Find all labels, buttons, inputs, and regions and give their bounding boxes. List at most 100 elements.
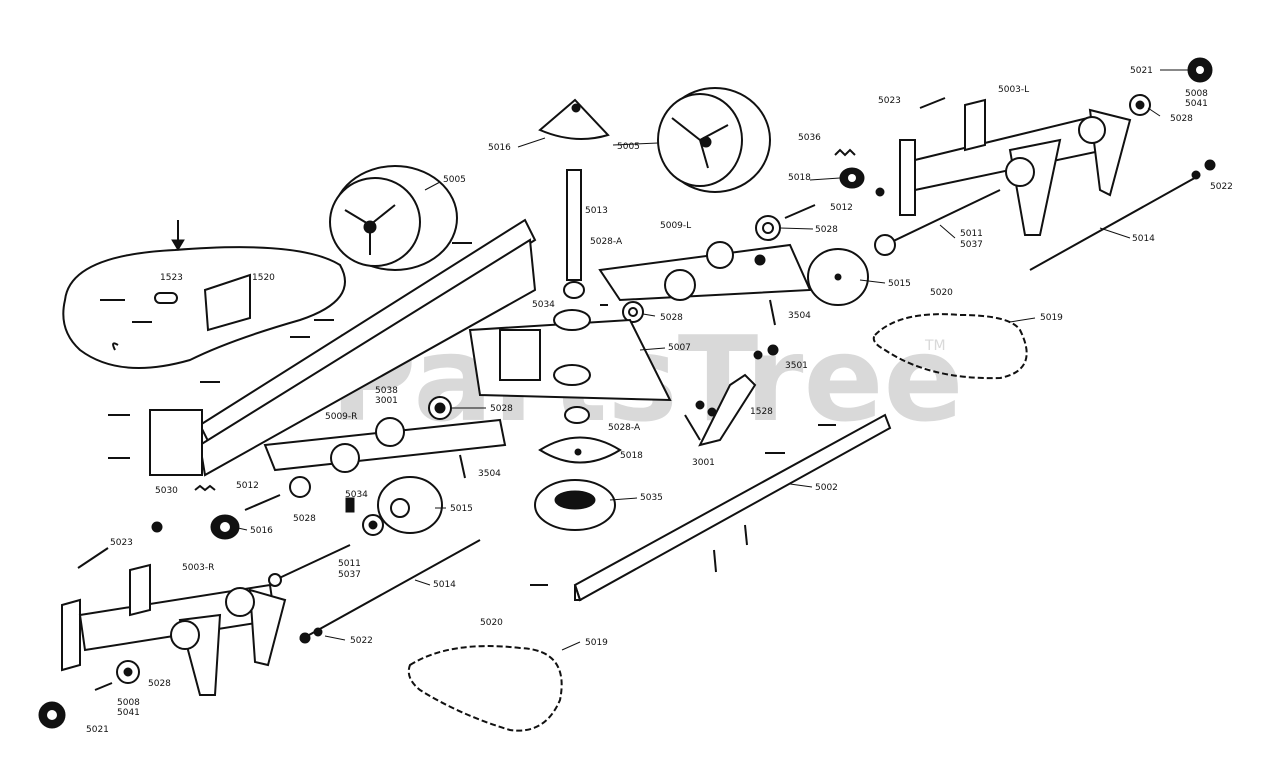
arm-1528[interactable]: [684, 373, 757, 447]
label: 3504: [478, 469, 501, 479]
label: 5007: [668, 343, 691, 353]
label: 5009-L: [660, 221, 691, 231]
label: 5019: [585, 638, 608, 648]
housing-5007[interactable]: [468, 309, 672, 402]
label: 5020: [930, 288, 953, 298]
label: 5011: [960, 229, 983, 239]
drum-5005-top[interactable]: [657, 87, 771, 193]
label: 5034: [532, 300, 555, 310]
cone-5010[interactable]: [538, 98, 610, 140]
bearing-5028-left[interactable]: [428, 396, 452, 420]
label: 3001: [692, 458, 715, 468]
label: 5003-L: [998, 85, 1029, 95]
label: 5005: [443, 175, 466, 185]
bolt-5023-top[interactable]: [919, 97, 946, 109]
bearing-5028-bottom[interactable]: [116, 660, 140, 684]
label: 5021: [86, 725, 109, 735]
trademark: TM: [924, 338, 946, 354]
label: 1520: [252, 273, 275, 283]
label: 5015: [450, 504, 473, 514]
spring-5036[interactable]: [834, 148, 856, 157]
frame-5003-R[interactable]: [61, 563, 287, 696]
label: 5034: [345, 490, 368, 500]
pin-5008-bottom[interactable]: [94, 682, 113, 691]
label: 5013: [585, 206, 608, 216]
bushing-5028A-top[interactable]: [563, 281, 585, 299]
pulley-5035[interactable]: [534, 479, 616, 531]
label: 5005: [617, 142, 640, 152]
label: 5028: [293, 514, 316, 524]
wheel-5016-left[interactable]: [210, 514, 240, 540]
label: 5028: [490, 404, 513, 414]
bolt-5023-left[interactable]: [77, 547, 109, 569]
kit-bolts[interactable]: [100, 299, 152, 351]
label: 5018: [620, 451, 643, 461]
clip-1523[interactable]: [154, 292, 178, 304]
chain-5019-bottom[interactable]: [407, 645, 563, 732]
frame-5003-L[interactable]: [899, 98, 1132, 236]
label: 5028: [1170, 114, 1193, 124]
chain-5019-top[interactable]: [872, 313, 1028, 380]
bolt-3504-left[interactable]: [459, 454, 466, 479]
bushing-5028A-mid[interactable]: [564, 406, 590, 424]
label: 5035: [640, 493, 663, 503]
pulley-5018[interactable]: [538, 436, 622, 464]
bearing-5028-top[interactable]: [1129, 94, 1151, 116]
spacer-5034-left[interactable]: [345, 497, 355, 513]
nut-5022-top[interactable]: [1191, 159, 1216, 180]
bolt-3504-top[interactable]: [769, 299, 776, 326]
label: 5014: [433, 580, 456, 590]
wheel-5016-top[interactable]: [839, 167, 885, 197]
leader-lines: [237, 69, 1188, 651]
pin-5012-left[interactable]: [244, 476, 311, 511]
label: 5016: [250, 526, 273, 536]
spring-5030[interactable]: [194, 484, 216, 492]
nut-left[interactable]: [151, 521, 163, 533]
frame-rail-5038[interactable]: [149, 218, 537, 477]
hardware-kit-outline: [62, 220, 346, 369]
label: 3504: [788, 311, 811, 321]
label: 5012: [236, 481, 259, 491]
rod-5014-top[interactable]: [1029, 174, 1201, 271]
label: 5038: [375, 386, 398, 396]
bracket-5009-R[interactable]: [263, 417, 507, 473]
label: 5037: [960, 240, 983, 250]
label: 5003-R: [182, 563, 214, 573]
bolts-5002[interactable]: [530, 304, 836, 586]
shaft-5011-top[interactable]: [874, 189, 1001, 256]
label: 5016: [488, 143, 511, 153]
washer-5028-lower[interactable]: [622, 301, 644, 323]
rod-5014-bottom[interactable]: [299, 539, 481, 641]
nut-3501[interactable]: [753, 344, 779, 360]
drum-5005-left[interactable]: [329, 165, 458, 271]
label: 5008: [117, 698, 140, 708]
loose-bolts-left[interactable]: [108, 242, 472, 459]
label: 1528: [750, 407, 773, 417]
wheel-5021-top[interactable]: [1187, 57, 1213, 83]
label: 5020: [480, 618, 503, 628]
frame-rail-5002[interactable]: [573, 413, 892, 602]
label: 5023: [878, 96, 901, 106]
shaft-5012-vertical[interactable]: [566, 169, 582, 281]
label: 5022: [1210, 182, 1233, 192]
pulley-5013[interactable]: [807, 248, 869, 306]
shaft-5011-bottom[interactable]: [268, 544, 351, 587]
pin-5012-top[interactable]: [784, 204, 816, 219]
wheel-5021-bottom[interactable]: [38, 701, 66, 729]
label: 5011: [338, 559, 361, 569]
label: 5037: [338, 570, 361, 580]
label: 3001: [375, 396, 398, 406]
label: 5028: [148, 679, 171, 689]
nut-5022-bottom[interactable]: [299, 627, 323, 644]
label: 5008: [1185, 89, 1208, 99]
bracket-5009-L[interactable]: [598, 241, 812, 302]
label: 5028: [660, 313, 683, 323]
label: 5015: [888, 279, 911, 289]
pulley-5015-left[interactable]: [362, 476, 443, 536]
plate-1520[interactable]: [203, 273, 251, 332]
label: 5018: [788, 173, 811, 183]
part-labels: 5021 5008 5041 5028 5003-L 5023 5036 501…: [86, 66, 1233, 735]
label: 5041: [117, 708, 140, 718]
bearing-5028-mid[interactable]: [755, 215, 781, 241]
